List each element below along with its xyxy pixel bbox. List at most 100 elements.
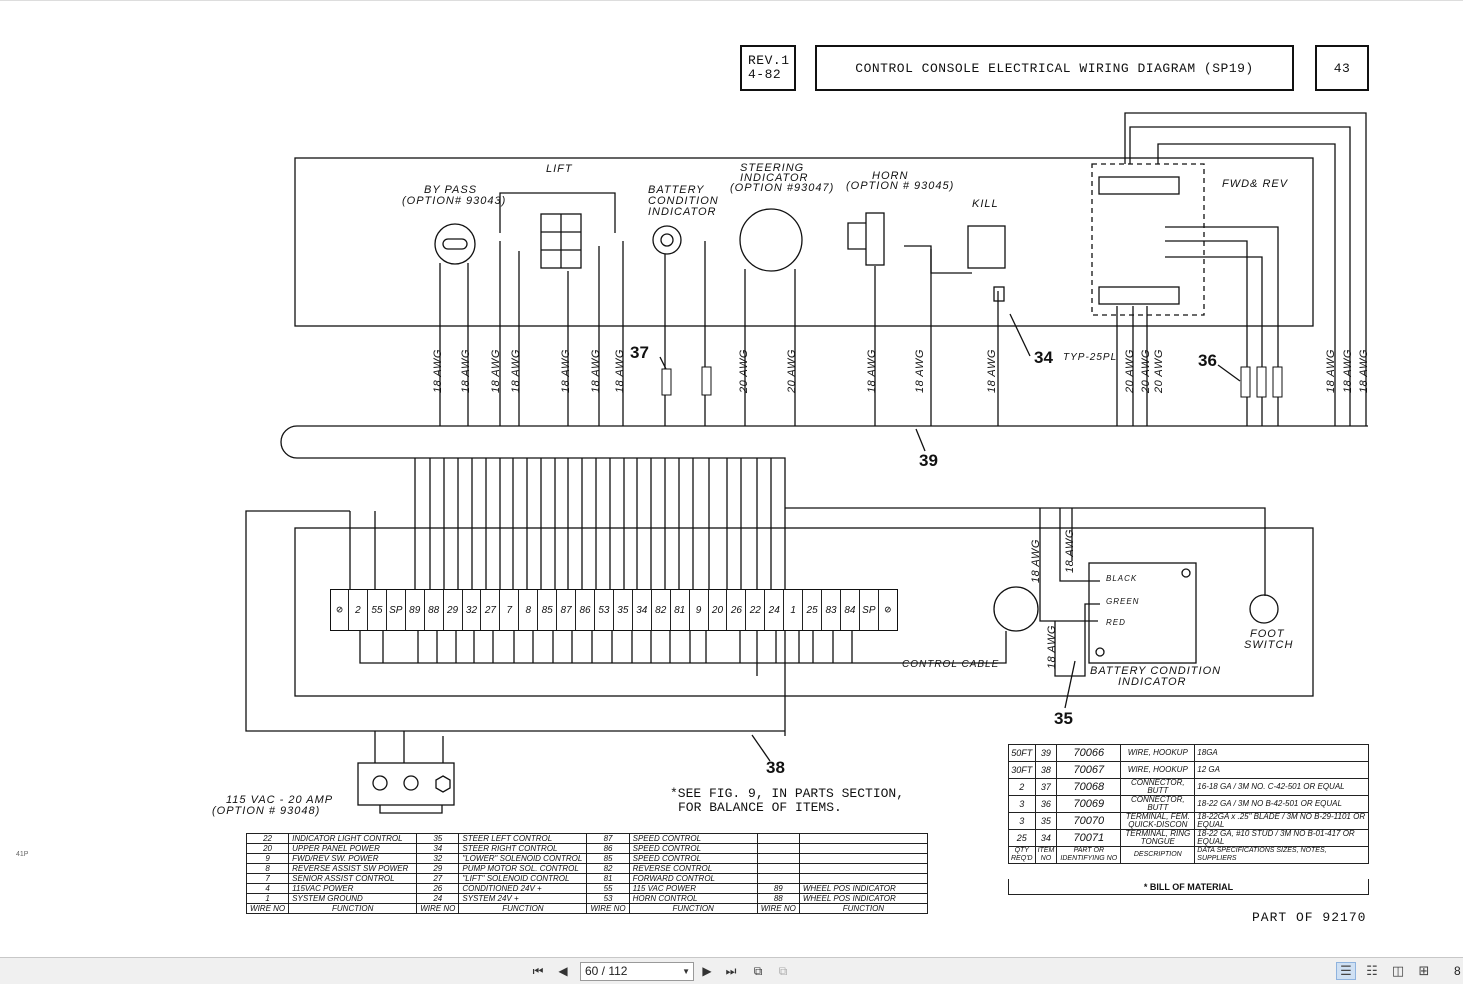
bom-spec: 18-22GA x .25" BLADE / 3M NO B-29-1101 O… xyxy=(1194,812,1369,830)
terminal: 84 xyxy=(841,590,860,630)
document-page-area[interactable]: REV.1 4-82 CONTROL CONSOLE ELECTRICAL WI… xyxy=(0,0,1463,957)
fwd-rev-label: FWD& REV xyxy=(1222,178,1289,190)
terminal: SP xyxy=(860,590,879,630)
terminal: 55 xyxy=(368,590,387,630)
awg-label: 18 AWG xyxy=(614,349,626,393)
bom-part: 70069 xyxy=(1056,795,1122,813)
wire-function: 115VAC POWER xyxy=(288,883,418,894)
cover-view-icon[interactable]: ⊞ xyxy=(1418,963,1430,979)
wire-function: "LIFT" SOLENOID CONTROL xyxy=(458,873,588,884)
wire-function: WHEEL POS INDICATOR xyxy=(798,893,929,904)
wire-function: INDICATOR LIGHT CONTROL xyxy=(288,833,418,844)
zoom-level[interactable]: 8 xyxy=(1454,964,1461,978)
bom-item: 38 xyxy=(1034,761,1058,779)
facing-view-icon[interactable]: ◫ xyxy=(1391,963,1405,979)
wire-function: REVERSE ASSIST SW POWER xyxy=(288,863,418,874)
first-page-icon[interactable]: ⏮ xyxy=(532,963,544,978)
diagram-title: CONTROL CONSOLE ELECTRICAL WIRING DIAGRA… xyxy=(815,45,1294,91)
wire-no: 24 xyxy=(416,893,460,904)
next-page-icon[interactable]: ▶ xyxy=(702,964,712,978)
awg-label: 18 AWG xyxy=(1342,349,1354,393)
bom-description: CONNECTOR, BUTT xyxy=(1120,778,1196,796)
foot-switch-label-1: FOOT xyxy=(1250,628,1285,640)
single-page-view-icon[interactable]: ☰ xyxy=(1336,962,1356,980)
awg-label: 18 AWG xyxy=(560,349,572,393)
wire-function xyxy=(798,853,929,864)
battery-label-2: CONDITION xyxy=(648,195,719,207)
wire-no: 86 xyxy=(586,843,630,854)
wire-no: 55 xyxy=(586,883,630,894)
awg-label: 20 AWG xyxy=(786,349,798,393)
wire-no xyxy=(756,853,800,864)
page-number-select[interactable]: 60 / 112 ▼ xyxy=(580,962,694,981)
wire-no: 53 xyxy=(586,893,630,904)
bom-spec: 18-22 GA, #10 STUD / 3M NO B-01-417 OR E… xyxy=(1194,829,1369,847)
back-view-icon[interactable]: ⧉ xyxy=(753,963,763,978)
wire-no: 88 xyxy=(756,893,800,904)
steering-option-label: (OPTION #93047) xyxy=(730,182,835,194)
wire-no: 1 xyxy=(245,893,290,904)
wire-function: SENIOR ASSIST CONTROL xyxy=(288,873,418,884)
terminal-strip: ⊘ 2 55 SP 89 88 29 32 27 7 8 85 87 86 53… xyxy=(330,589,898,631)
callout-35: 35 xyxy=(1054,709,1073,728)
wire-no: 87 xyxy=(586,833,630,844)
wire-no: 9 xyxy=(245,853,290,864)
terminal: 9 xyxy=(690,590,709,630)
bom-qty: 3 xyxy=(1008,812,1036,830)
terminal: 25 xyxy=(803,590,823,630)
prev-page-icon[interactable]: ◀ xyxy=(558,964,568,978)
horn-label: HORN xyxy=(872,170,909,182)
kill-label: KILL xyxy=(972,198,999,210)
wire-function: PUMP MOTOR SOL. CONTROL xyxy=(458,863,588,874)
revision-number: REV.1 xyxy=(748,53,790,68)
wire-function xyxy=(798,833,929,844)
wire-function: FORWARD CONTROL xyxy=(628,873,758,884)
terminal: 88 xyxy=(425,590,444,630)
wire-no: 85 xyxy=(586,853,630,864)
terminal: 24 xyxy=(765,590,785,630)
battery-label-1: BATTERY xyxy=(648,184,705,196)
wire-no: 29 xyxy=(416,863,460,874)
bom-spec: 18GA xyxy=(1194,744,1369,762)
forward-view-icon[interactable]: ⧉ xyxy=(778,963,788,978)
wire-no: 89 xyxy=(756,883,800,894)
awg-label: 18 AWG xyxy=(590,349,602,393)
battery-lower-label-1: BATTERY CONDITION xyxy=(1090,665,1222,677)
awg-label: 18 AWG xyxy=(866,349,878,393)
terminal: 27 xyxy=(481,590,501,630)
part-of-label: PART OF 92170 xyxy=(1252,910,1367,925)
column-header: FUNCTION xyxy=(628,903,758,914)
terminal: 7 xyxy=(500,590,520,630)
bom-description: TERMINAL, FEM. QUICK-DISCON xyxy=(1120,812,1196,830)
terminal: 82 xyxy=(652,590,671,630)
wire-function: SPEED CONTROL xyxy=(628,843,758,854)
lift-label: LIFT xyxy=(546,163,573,175)
callout-37: 37 xyxy=(630,343,649,362)
callout-38: 38 xyxy=(766,758,785,777)
awg-label: 18 AWG xyxy=(490,349,502,393)
terminal: 85 xyxy=(538,590,558,630)
wire-no xyxy=(756,833,800,844)
wire-function xyxy=(798,843,929,854)
terminal: 32 xyxy=(463,590,482,630)
battery-lower-label-2: INDICATOR xyxy=(1118,676,1187,688)
last-page-icon[interactable]: ⏭ xyxy=(725,963,737,978)
viewer-toolbar: ⏮ ◀ 60 / 112 ▼ ▶ ⏭ ⧉ ⧉ ☰ ☷ ◫ ⊞ 8 xyxy=(0,957,1463,984)
bom-spec: 18-22 GA / 3M NO B-42-501 OR EQUAL xyxy=(1194,795,1369,813)
page-number-value: 60 / 112 xyxy=(585,964,628,978)
terminal: 29 xyxy=(444,590,463,630)
continuous-view-icon[interactable]: ☷ xyxy=(1366,963,1378,979)
control-cable-label: CONTROL CABLE xyxy=(902,659,1000,670)
awg-label: 20 AWG xyxy=(738,349,750,393)
awg-label: 18 AWG xyxy=(432,349,444,393)
terminal: 1 xyxy=(784,590,804,630)
